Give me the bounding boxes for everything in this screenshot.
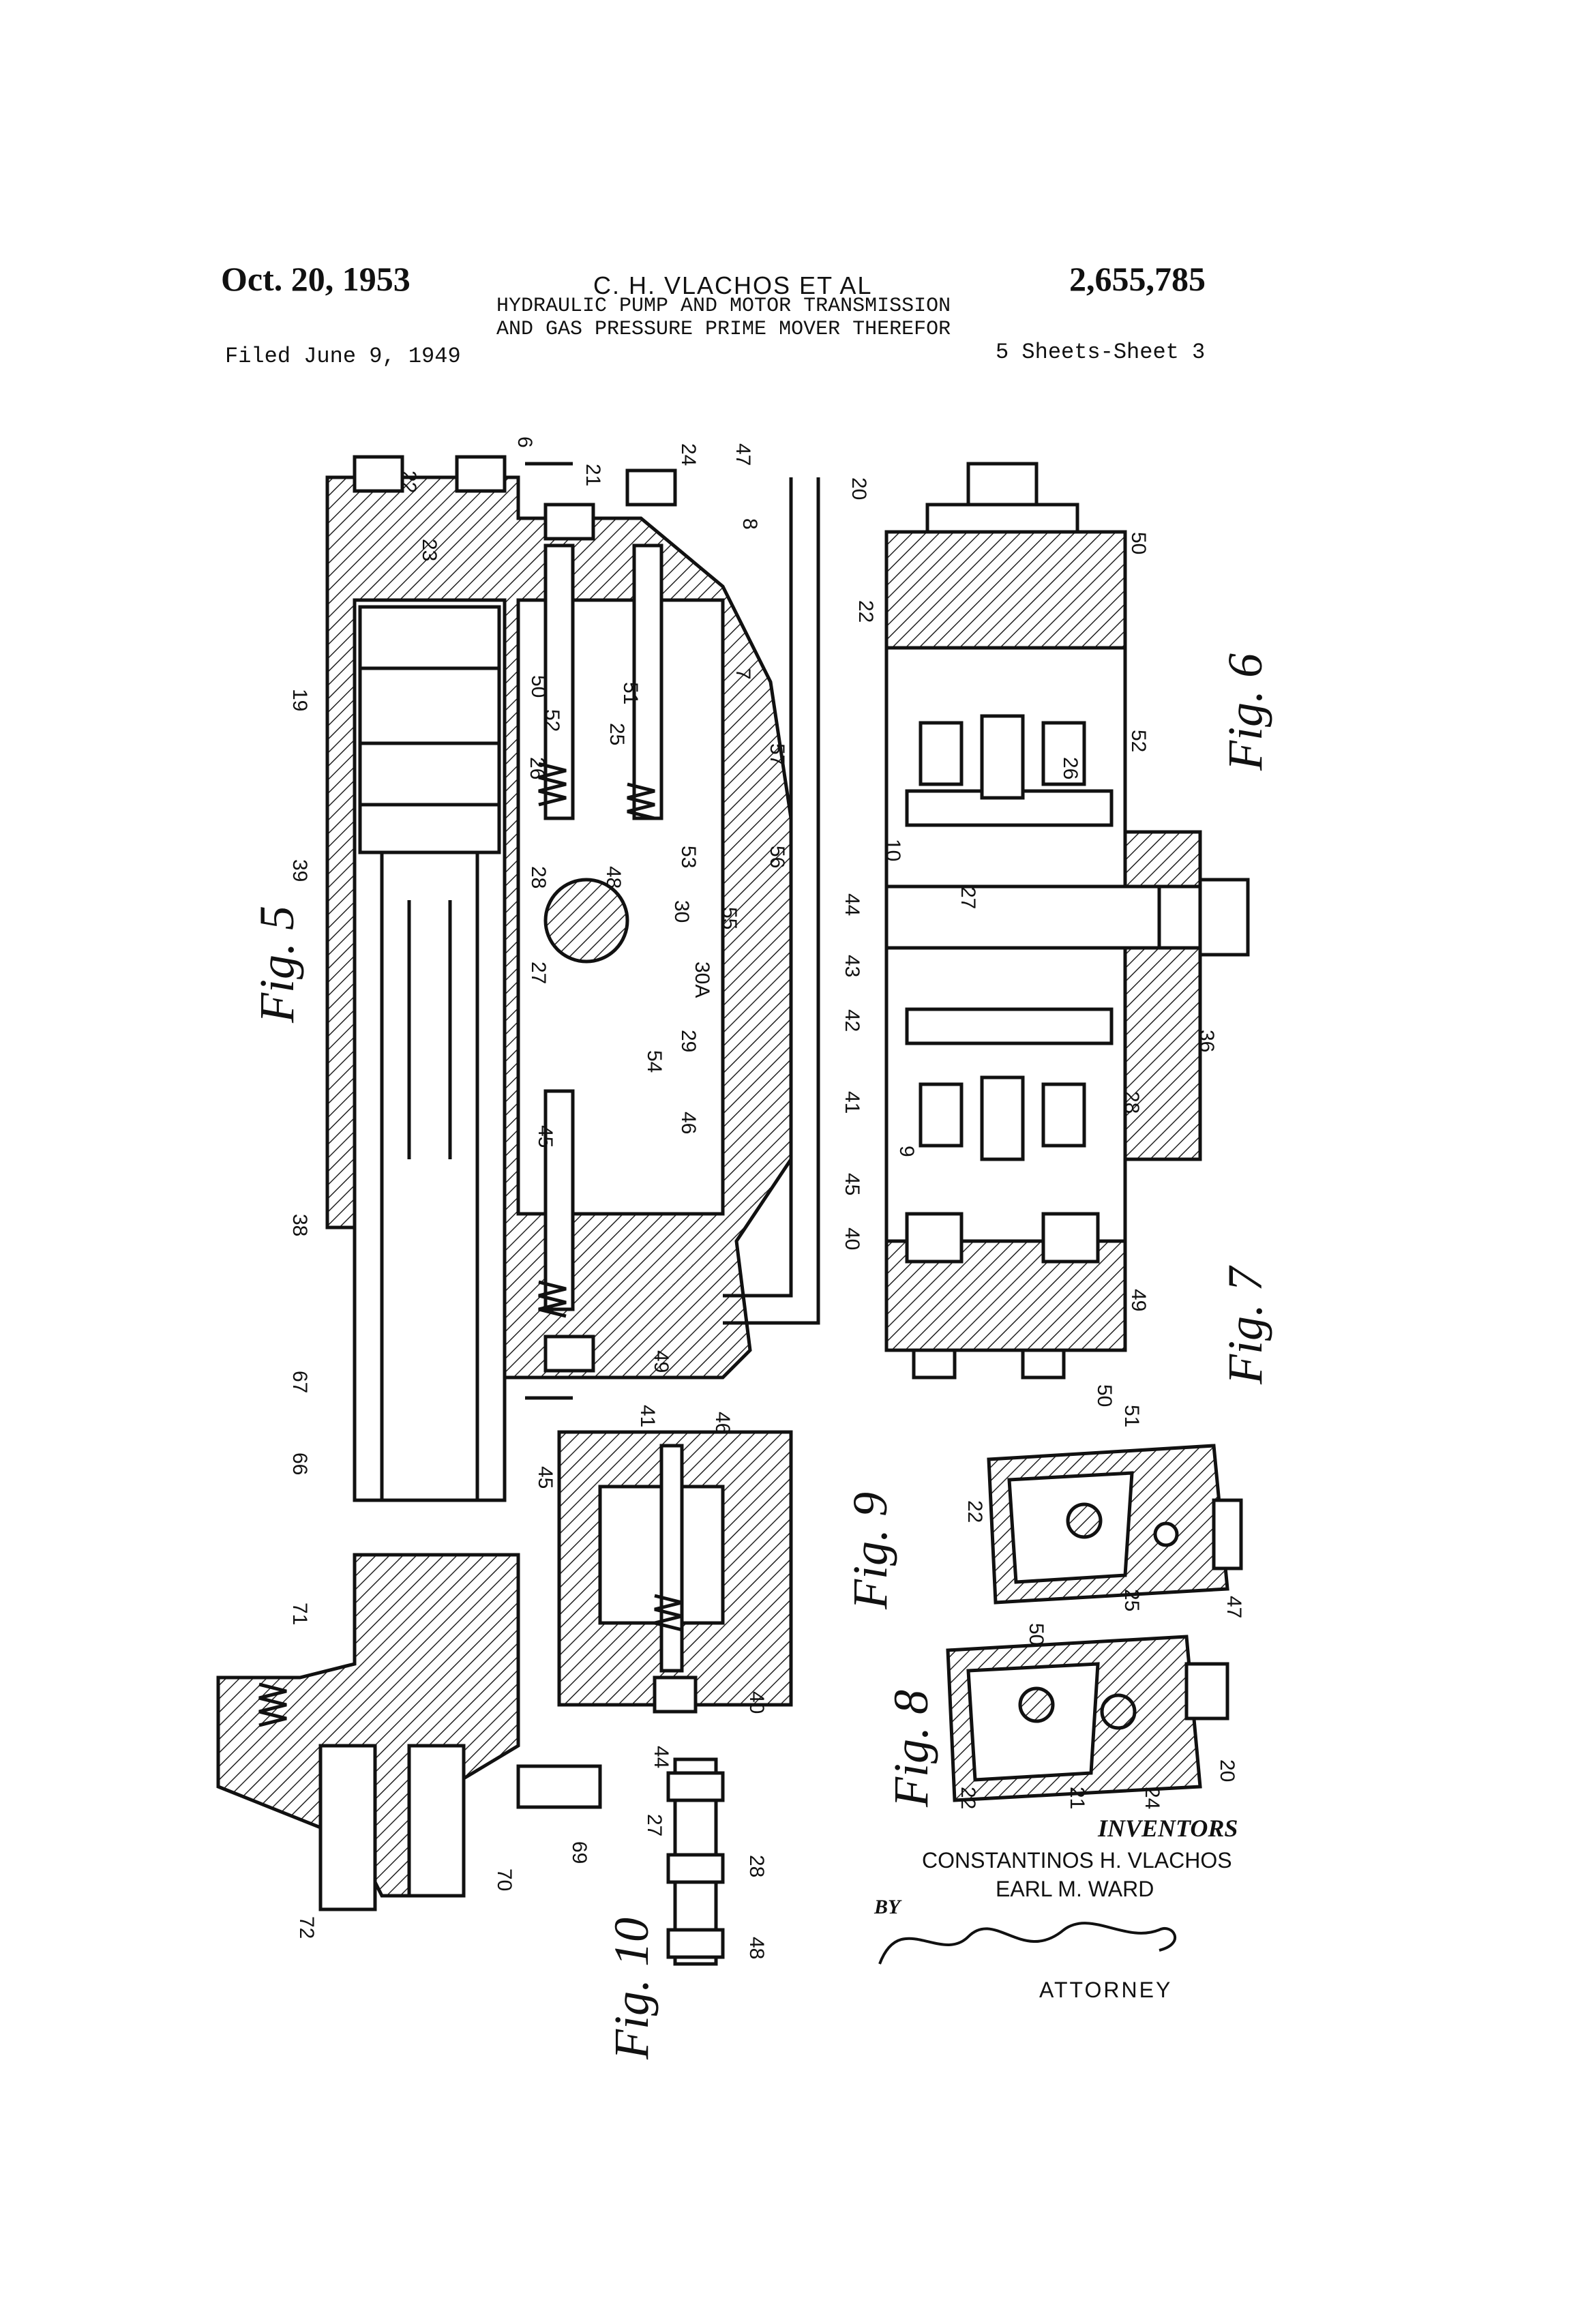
ref-46: 46 (677, 1112, 700, 1134)
ref-21-fig8: 21 (1066, 1787, 1088, 1809)
ref-52: 52 (541, 709, 563, 732)
ref-27: 27 (527, 962, 550, 984)
ref-6: 6 (513, 436, 536, 448)
ref-30A: 30A (691, 962, 713, 998)
attorney-signature (880, 1923, 1175, 1964)
ref-22: 22 (398, 471, 420, 493)
by-label: BY (874, 1896, 900, 1919)
ref-47: 47 (732, 443, 754, 466)
ref-47-fig7: 47 (1223, 1596, 1245, 1618)
ref-69: 69 (568, 1841, 591, 1864)
ref-28-fig6: 28 (1120, 1091, 1143, 1114)
fig6-label: Fig. 6 (1218, 653, 1272, 771)
fig9-drawing (559, 1432, 791, 1712)
ref-26-fig6: 26 (1059, 757, 1081, 779)
ref-22-fig8: 22 (957, 1787, 979, 1809)
fig7-label: Fig. 7 (1218, 1265, 1272, 1385)
ref-39: 39 (288, 859, 311, 882)
ref-22-fig7: 22 (964, 1500, 986, 1523)
fig8-label: Fig. 8 (884, 1690, 938, 1808)
ref-45: 45 (534, 1125, 556, 1148)
ref-66: 66 (288, 1452, 311, 1475)
ref-7: 7 (732, 668, 754, 680)
ref-25: 25 (606, 723, 628, 745)
fig10-drawing (668, 1759, 723, 1964)
ref-50-fig6: 50 (1127, 532, 1150, 554)
fig6-drawing (886, 464, 1248, 1377)
ref-19: 19 (288, 689, 311, 711)
ref-48: 48 (602, 866, 625, 889)
fig9-label: Fig. 9 (843, 1492, 897, 1610)
ref-20: 20 (848, 477, 870, 500)
fig10-label: Fig. 10 (604, 1918, 659, 2060)
ref-25-fig7: 25 (1120, 1589, 1143, 1611)
inventor-name-2: EARL M. WARD (996, 1877, 1154, 1902)
inventor-name-1: CONSTANTINOS H. VLACHOS (922, 1848, 1232, 1873)
ref-57: 57 (766, 743, 788, 766)
ref-9-fig6: 9 (895, 1146, 918, 1157)
fig7-drawing (989, 1446, 1241, 1603)
ref-51-fig7: 51 (1120, 1405, 1143, 1427)
ref-70: 70 (493, 1868, 516, 1891)
ref-40-fig6: 40 (841, 1227, 863, 1250)
ref-27-fig10: 27 (643, 1814, 666, 1836)
attorney-label: ATTORNEY (1039, 1978, 1172, 2003)
ref-24-fig8: 24 (1141, 1787, 1163, 1809)
ref-20-fig8: 20 (1216, 1759, 1238, 1782)
ref-71: 71 (288, 1603, 311, 1625)
ref-28: 28 (527, 866, 550, 889)
ref-21: 21 (582, 464, 604, 486)
ref-30: 30 (670, 900, 693, 923)
ref-38: 38 (288, 1214, 311, 1236)
ref-48-fig10: 48 (745, 1937, 768, 1959)
ref-46-fig9: 46 (711, 1412, 734, 1434)
ref-8: 8 (738, 518, 761, 530)
ref-24: 24 (677, 443, 700, 466)
ref-72: 72 (295, 1916, 318, 1939)
ref-51: 51 (619, 682, 642, 704)
ref-49-fig6: 49 (1127, 1289, 1150, 1311)
ref-27-fig6: 27 (957, 887, 979, 909)
ref-53: 53 (677, 846, 700, 868)
ref-36-fig6: 36 (1195, 1030, 1218, 1052)
ref-56: 56 (766, 846, 788, 868)
ref-41-fig9: 41 (636, 1405, 659, 1427)
ref-41-fig6: 41 (841, 1091, 863, 1114)
ref-28-fig10: 28 (745, 1855, 768, 1877)
ref-40-fig9: 40 (745, 1691, 768, 1714)
ref-44-fig10: 44 (650, 1746, 672, 1768)
ref-67: 67 (288, 1371, 311, 1393)
ref-10-fig6: 10 (882, 839, 904, 861)
ref-54: 54 (643, 1050, 666, 1073)
ref-50-fig8: 50 (1025, 1623, 1047, 1645)
ref-22-fig6: 22 (854, 600, 877, 623)
inventors-heading: INVENTORS (1098, 1814, 1238, 1843)
ref-43-fig6: 43 (841, 955, 863, 977)
ref-55: 55 (718, 907, 741, 929)
ref-50-fig7: 50 (1093, 1384, 1116, 1407)
ref-44-fig6: 44 (841, 893, 863, 916)
ref-49: 49 (650, 1350, 672, 1373)
ref-29: 29 (677, 1030, 700, 1052)
ref-26: 26 (526, 757, 548, 779)
ref-52-fig6: 52 (1127, 730, 1150, 752)
ref-42-fig6: 42 (841, 1009, 863, 1032)
ref-45-fig6: 45 (841, 1173, 863, 1195)
fig8-drawing (948, 1637, 1227, 1800)
ref-45-fig9: 45 (534, 1466, 556, 1489)
ref-50: 50 (527, 675, 550, 698)
fig5-label: Fig. 5 (250, 906, 304, 1024)
ref-23: 23 (418, 539, 441, 561)
